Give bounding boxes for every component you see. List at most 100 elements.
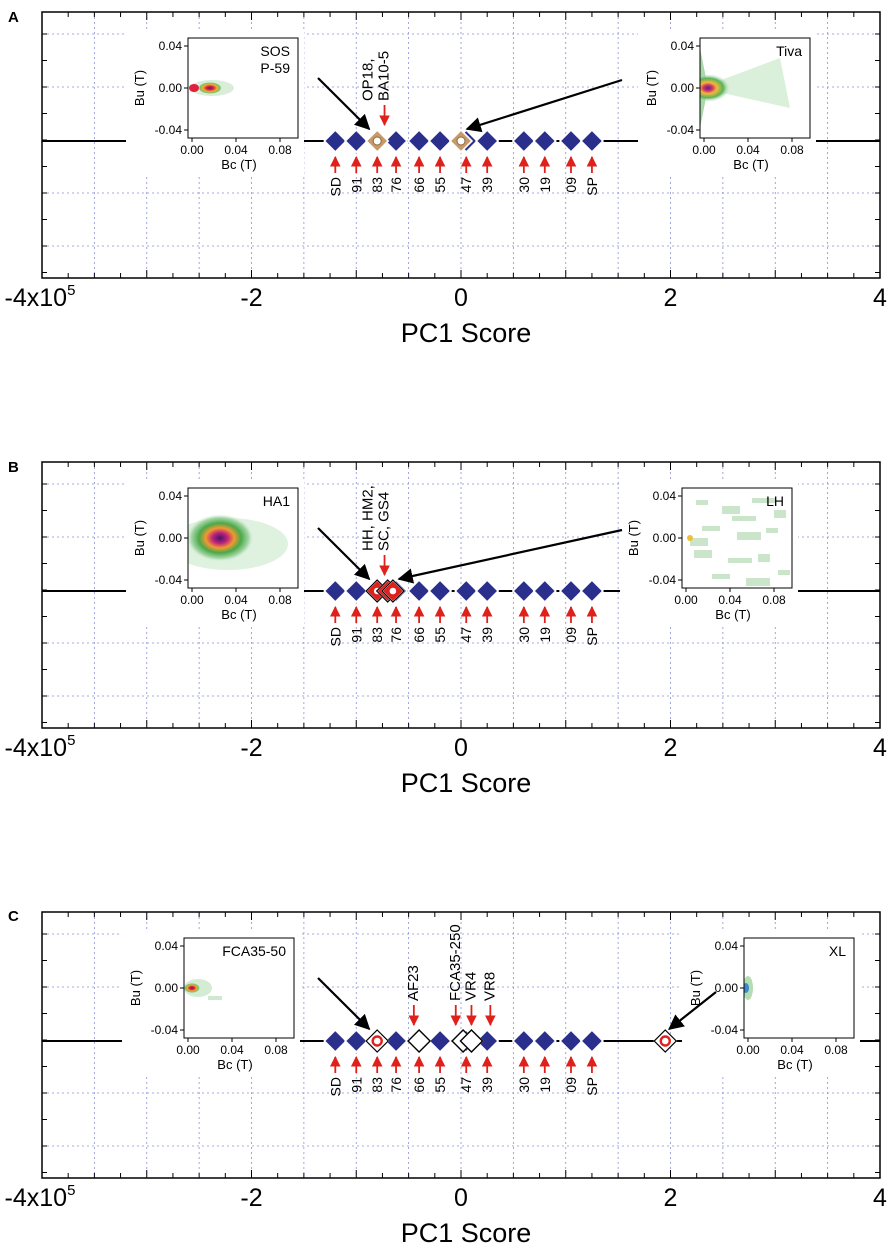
reference-point-label: 76 <box>388 627 404 643</box>
reference-point <box>323 128 348 154</box>
inset-label: LH <box>766 493 784 509</box>
reference-point <box>406 128 432 154</box>
reference-point-label: 39 <box>479 627 495 643</box>
reference-point-label: 91 <box>348 627 364 643</box>
reference-point-label: SP <box>584 627 600 646</box>
inset-y-tick-label: 0.00 <box>715 981 739 995</box>
inset-x-tick-label: 0.08 <box>264 1043 288 1057</box>
inset-background <box>682 932 860 1076</box>
callout-label: FCA35-250 <box>447 924 464 1001</box>
callout-label: SC, GS4 <box>376 492 393 551</box>
density-speck <box>690 538 708 546</box>
reference-point <box>344 578 369 604</box>
reference-point-label: SD <box>327 177 343 196</box>
reference-point <box>558 128 584 154</box>
panel-letter: A <box>8 9 19 26</box>
reference-point <box>579 1028 605 1054</box>
x-tick-label: 2 <box>664 734 678 762</box>
reference-point-label: 30 <box>516 177 532 193</box>
reference-point <box>475 578 500 604</box>
reference-point-label: 39 <box>479 1077 495 1093</box>
sample-point-outline <box>365 1029 390 1053</box>
density-peak <box>687 535 693 541</box>
reference-point-label: 83 <box>369 1077 385 1093</box>
reference-point <box>406 578 432 604</box>
density-speck <box>694 550 712 558</box>
x-axis-label: PC1 Score <box>401 1218 532 1248</box>
reference-point <box>383 128 409 154</box>
sample-point-ring <box>659 1035 671 1047</box>
inset-y-tick-label: 0.04 <box>715 939 739 953</box>
callout-label: VR4 <box>462 972 479 1001</box>
sample-point-outline <box>381 579 405 603</box>
inset-y-tick-label: 0.00 <box>653 531 677 545</box>
callout-label: BA10-5 <box>376 51 393 101</box>
inset-density <box>687 498 790 586</box>
x-tick-label: -4x105 <box>5 732 76 762</box>
reference-point-label: 66 <box>411 627 427 643</box>
reference-point-label: 91 <box>348 177 364 193</box>
x-tick-label: 4 <box>873 1184 887 1212</box>
reference-point-label: 55 <box>432 627 448 643</box>
inset-x-axis-label: Bc (T) <box>715 607 750 622</box>
reference-point-label: 19 <box>537 627 553 643</box>
sample-point-core <box>456 136 466 146</box>
density-speck <box>737 532 761 540</box>
connector-arrow-right <box>668 991 717 1030</box>
density-speck <box>208 996 222 1000</box>
panel-letter: B <box>8 459 19 476</box>
density-core <box>744 983 749 993</box>
x-tick-label: -2 <box>240 1184 262 1212</box>
inset-density <box>744 976 753 1000</box>
density-speck <box>702 526 720 531</box>
reference-point-label: SP <box>584 1077 600 1096</box>
density-speck <box>746 578 770 586</box>
reference-point-label: 47 <box>458 177 474 193</box>
density-speck <box>778 570 790 575</box>
inset-y-tick-label: -0.04 <box>649 573 677 587</box>
inset-y-axis-label: Bu (T) <box>644 70 659 106</box>
reference-point <box>383 1028 409 1054</box>
inset-label: XL <box>829 943 846 959</box>
inset-y-tick-label: -0.04 <box>155 123 183 137</box>
reference-point <box>427 128 453 154</box>
reference-point-label: 55 <box>432 1077 448 1093</box>
reference-point-label: 09 <box>563 627 579 643</box>
inset-x-tick-label: 0.00 <box>180 593 204 607</box>
reference-point <box>511 1028 536 1054</box>
density-core <box>198 82 222 94</box>
inset-background <box>126 32 304 176</box>
reference-point-label: 66 <box>411 177 427 193</box>
inset-density <box>184 979 222 1000</box>
reference-point-label: SD <box>327 1077 343 1096</box>
reference-point-label: 66 <box>411 1077 427 1093</box>
reference-point <box>558 1028 584 1054</box>
x-tick-label: -4x105 <box>5 1182 76 1212</box>
inset-x-tick-label: 0.04 <box>718 593 742 607</box>
reference-point-label: 76 <box>388 177 404 193</box>
inset-y-axis-label: Bu (T) <box>128 970 143 1006</box>
reference-point <box>454 578 479 604</box>
reference-point <box>511 128 536 154</box>
density-speck <box>752 498 776 503</box>
sample-point-outline <box>653 1029 678 1053</box>
density-speck <box>728 558 752 563</box>
inset-x-tick-label: 0.04 <box>224 593 248 607</box>
inset-x-axis-label: Bc (T) <box>217 1057 252 1072</box>
inset-y-tick-label: 0.04 <box>159 39 183 53</box>
x-tick-label-exponent: 5 <box>67 732 75 749</box>
reference-point-label: 47 <box>458 1077 474 1093</box>
inset-y-tick-label: 0.04 <box>159 489 183 503</box>
reference-point-label: 19 <box>537 1077 553 1093</box>
inset-label: HA1 <box>263 493 290 509</box>
reference-point <box>323 578 348 604</box>
inset-y-tick-label: -0.04 <box>155 573 183 587</box>
reference-point-label: SP <box>584 177 600 196</box>
inset-y-tick-label: 0.04 <box>155 939 179 953</box>
density-speck <box>732 516 756 521</box>
